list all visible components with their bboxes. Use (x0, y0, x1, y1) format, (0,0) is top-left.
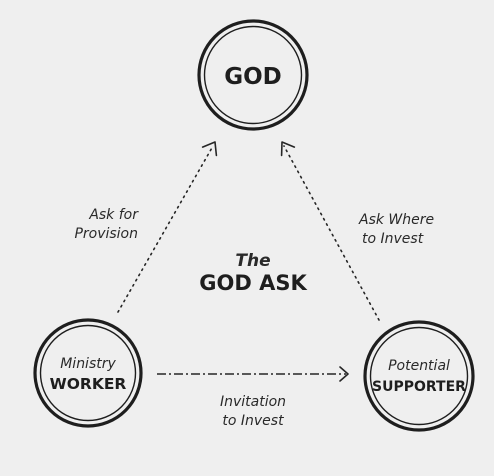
edge-label-ask-for-provision-line1: Ask for (88, 207, 139, 223)
edge-label-invitation-line1: Invitation (220, 394, 286, 410)
node-worker-line1: Ministry (60, 356, 116, 372)
edge-supporter-to-god (280, 141, 380, 321)
arrowhead-icon (280, 141, 296, 157)
node-supporter-line2: SUPPORTER (372, 379, 466, 395)
arrowhead-icon (339, 366, 349, 382)
center-title: The GOD ASK (199, 251, 307, 295)
edge-label-ask-for-provision-line2: Provision (74, 226, 138, 242)
edge-label-ask-where-line2: to Invest (362, 231, 424, 247)
edge-label-invitation-to-invest: Invitation to Invest (220, 394, 286, 429)
center-title-line2: GOD ASK (199, 271, 307, 295)
arrowhead-icon (201, 141, 218, 157)
edge-label-invitation-line2: to Invest (222, 413, 284, 429)
node-potential-supporter: Potential SUPPORTER (363, 320, 475, 432)
node-god-outer-ring (197, 19, 309, 131)
node-supporter-inner-ring (369, 326, 469, 426)
edge-label-ask-for-provision: Ask for Provision (74, 207, 139, 242)
node-worker-line2: WORKER (50, 375, 127, 393)
center-title-line1: The (235, 251, 270, 271)
node-ministry-worker: Ministry WORKER (33, 318, 143, 428)
edge-label-ask-where-to-invest: Ask Where to Invest (358, 212, 434, 247)
edge-worker-to-god-line (117, 145, 214, 313)
node-god-label: GOD (224, 64, 282, 90)
node-worker-outer-ring (33, 318, 143, 428)
edge-label-ask-where-line1: Ask Where (358, 212, 434, 228)
node-supporter-outer-ring (363, 320, 475, 432)
edge-worker-to-god (117, 141, 218, 313)
edge-worker-to-supporter (157, 366, 349, 382)
node-god: GOD (197, 19, 309, 131)
node-supporter-line1: Potential (388, 358, 450, 374)
node-worker-inner-ring (39, 324, 137, 422)
node-god-inner-ring (203, 25, 303, 125)
